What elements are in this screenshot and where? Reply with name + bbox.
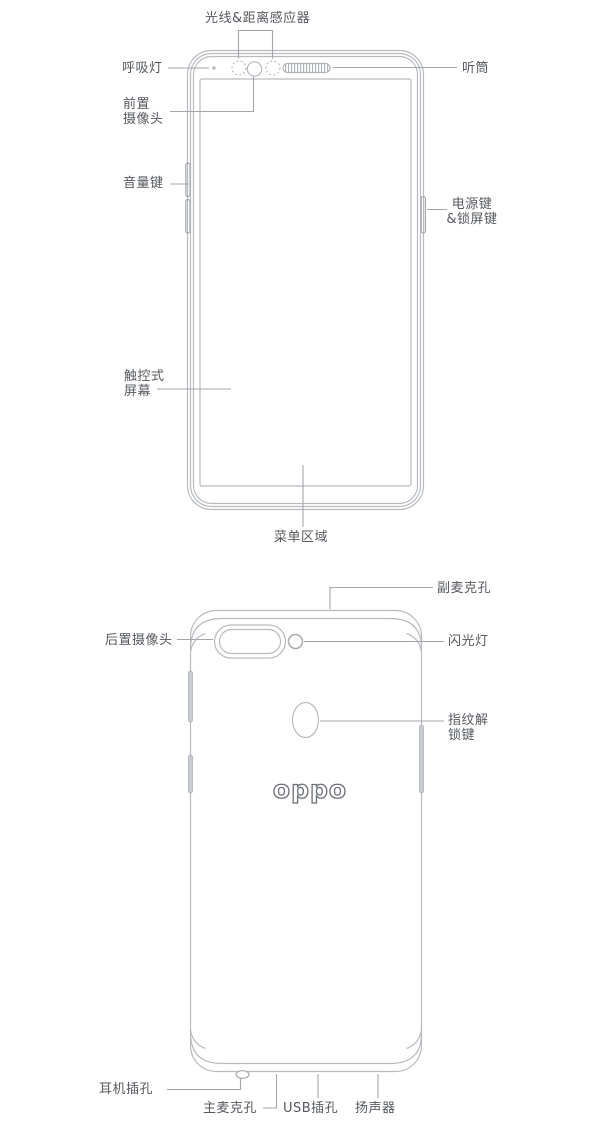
back-left-button <box>188 754 193 794</box>
front-screen <box>199 78 412 487</box>
oppo-logo: OPPO <box>272 774 348 804</box>
flash-led <box>287 633 304 650</box>
label-flash: 闪光灯 <box>448 634 489 649</box>
back-label-lines <box>167 586 444 1109</box>
bottom-antenna-band <box>189 1033 423 1065</box>
headphone-jack-hole <box>235 1070 250 1079</box>
volume-up-button <box>185 162 191 198</box>
headphone-jack-line <box>167 1078 242 1091</box>
label-usb-port: USB插孔 <box>283 1101 339 1116</box>
front-body-outline <box>186 49 425 511</box>
front-body-inner-line <box>189 52 422 508</box>
proximity-sensor-icon <box>231 60 247 76</box>
label-breathing-light: 呼吸灯 <box>122 61 163 76</box>
front-camera-line <box>170 76 255 113</box>
earpiece-grille <box>282 62 331 74</box>
front-phone <box>185 49 427 511</box>
fingerprint-sensor <box>291 701 320 739</box>
label-power-lock-key: 电源键 &锁屏键 <box>446 197 498 227</box>
main-mic-line <box>263 1074 278 1109</box>
volume-down-button <box>185 198 191 234</box>
front-label-lines <box>157 29 457 527</box>
label-rear-camera: 后置摄像头 <box>105 633 173 648</box>
label-fingerprint-key: 指纹解 锁键 <box>448 713 489 743</box>
back-power-button <box>419 724 424 794</box>
rear-camera-outer <box>213 624 287 659</box>
label-volume-key: 音量键 <box>123 176 164 191</box>
label-menu-area: 菜单区域 <box>274 530 329 545</box>
back-phone <box>188 609 424 1079</box>
top-antenna-seam-left <box>189 632 206 653</box>
sensor-bracket-line <box>237 29 274 59</box>
label-light-distance-sensor: 光线&距离感应器 <box>205 11 311 26</box>
label-earpiece: 听筒 <box>462 61 490 76</box>
label-main-mic: 主麦克孔 <box>203 1101 258 1116</box>
top-antenna-band <box>189 617 423 649</box>
back-volume-button <box>188 670 193 723</box>
light-sensor-icon <box>265 60 281 76</box>
top-antenna-seam-right <box>406 632 423 653</box>
front-camera-lens <box>246 61 263 77</box>
breathing-light-dot <box>212 66 216 70</box>
rear-camera-inner <box>218 628 282 655</box>
label-speaker: 扬声器 <box>355 1101 396 1116</box>
bottom-antenna-seam-right <box>406 1029 423 1050</box>
secondary-mic-line <box>329 586 433 609</box>
bottom-antenna-seam-left <box>189 1029 206 1050</box>
label-front-camera: 前置 摄像头 <box>123 97 164 127</box>
label-touch-screen: 触控式 屏幕 <box>124 369 165 399</box>
front-bezel-line <box>192 55 419 505</box>
label-secondary-mic: 副麦克孔 <box>437 581 492 596</box>
label-headphone-jack: 耳机插孔 <box>99 1082 154 1097</box>
power-button <box>420 195 427 234</box>
back-body-outline <box>189 609 423 1073</box>
